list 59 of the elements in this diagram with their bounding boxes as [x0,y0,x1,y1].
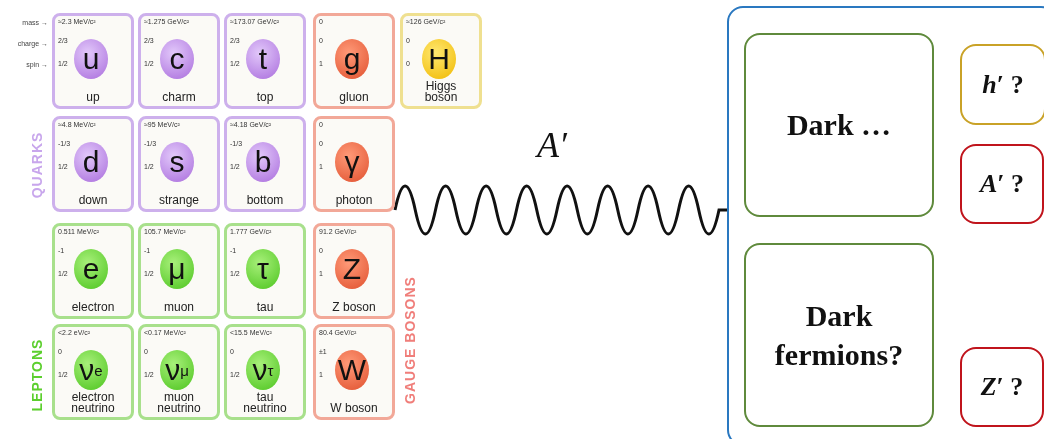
particle-symbol: g [335,39,369,79]
particle-card [138,324,220,420]
candidate-box: Z′ ? [960,347,1044,427]
particle-name: tau [255,302,275,313]
wavy-line [393,185,728,235]
dark-sector-panel [727,6,1044,439]
particle-name: down [77,195,109,206]
particle-name: charm [161,92,197,103]
particle-name: up [85,92,101,103]
particle-card [52,324,134,420]
particle-card [224,324,306,420]
particle-card [313,223,395,319]
particle-card [313,13,395,109]
particle-card [224,116,306,212]
particle-symbol: b [246,142,280,182]
particle-name: electron [70,302,116,313]
particle-symbol: Z [335,249,369,289]
particle-symbol: u [74,39,108,79]
particle-name: tau neutrino [242,392,288,414]
category-box: Dark … [744,33,934,217]
particle-name: Higgs boson [423,81,459,103]
particle-symbol: H [422,39,456,79]
particle-symbol: t [246,39,280,79]
particle-symbol: e [74,249,108,289]
particle-symbol: W [335,350,369,390]
group-label: QUARKS [29,131,45,199]
particle-symbol: γ [335,142,369,182]
candidate-box: A′ ? [960,144,1044,224]
candidate-box: h′ ? [960,44,1044,125]
particle-name: bottom [245,195,285,206]
particle-name: muon [163,302,195,313]
particle-card [52,13,134,109]
particle-name: gluon [338,92,370,103]
particle-symbol: d [74,142,108,182]
particle-name: Z boson [331,302,377,313]
particle-symbol: τ [246,249,280,289]
particle-card [313,116,395,212]
particle-card [400,13,482,109]
particle-name: electron neutrino [70,392,116,414]
particle-symbol: μ [160,249,194,289]
particle-card [138,116,220,212]
particle-name: strange [158,195,200,206]
particle-card [138,13,220,109]
particle-symbol: c [160,39,194,79]
group-label: GAUGE BOSONS [402,276,418,404]
particle-name: W boson [329,403,379,414]
particle-name: top [255,92,275,103]
category-box: Dark fermions? [744,243,934,427]
particle-card [224,13,306,109]
particle-card [52,116,134,212]
particle-card [138,223,220,319]
particle-card [313,324,395,420]
particle-name: muon neutrino [156,392,202,414]
edge-label: A′ [537,124,567,166]
particle-name: photon [334,195,374,206]
particle-symbol: s [160,142,194,182]
group-label: LEPTONS [29,338,45,412]
particle-card [224,223,306,319]
particle-card [52,223,134,319]
